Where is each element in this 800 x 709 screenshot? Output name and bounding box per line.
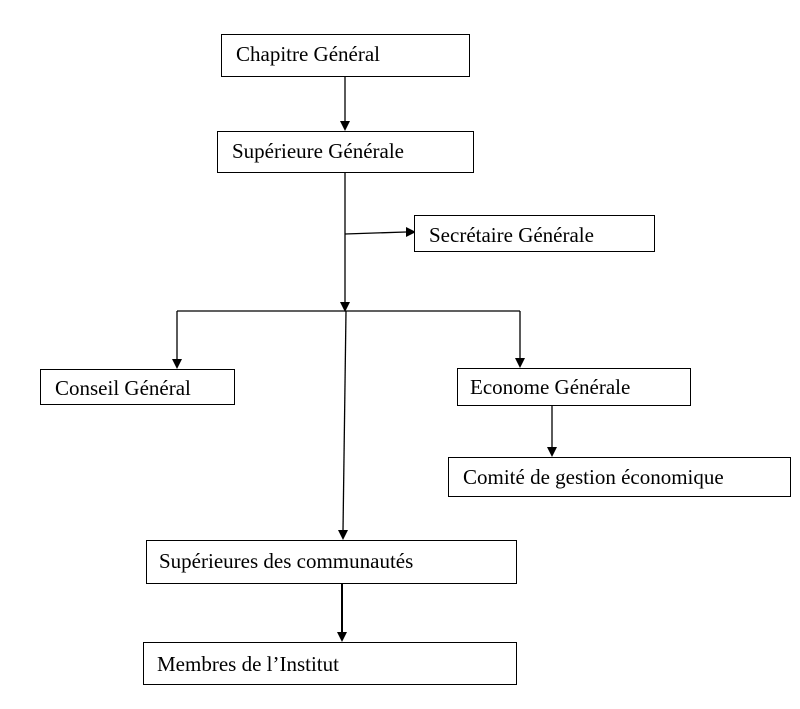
arrowhead-econome: [515, 358, 525, 368]
node-secretaire-generale: Secrétaire Générale: [414, 215, 655, 252]
node-membres-institut: Membres de l’Institut: [143, 642, 517, 685]
node-label: Conseil Général: [55, 376, 191, 400]
node-superieure-generale: Supérieure Générale: [217, 131, 474, 173]
node-econome-generale: Econome Générale: [457, 368, 691, 406]
node-label: Comité de gestion économique: [463, 465, 724, 489]
arrowhead-membres: [337, 632, 347, 642]
node-conseil-general: Conseil Général: [40, 369, 235, 405]
node-comite-gestion: Comité de gestion économique: [448, 457, 791, 497]
arrowhead-comite: [547, 447, 557, 457]
node-label: Supérieures des communautés: [159, 549, 414, 573]
node-label: Membres de l’Institut: [157, 652, 339, 676]
node-label: Supérieure Générale: [232, 139, 404, 163]
arrowhead-superieure: [340, 121, 350, 131]
arrowhead-conseil: [172, 359, 182, 369]
edge-superieure-to-secretaire: [344, 231, 407, 235]
arrowhead-secretaire: [406, 227, 416, 237]
node-label: Econome Générale: [470, 375, 631, 399]
node-label: Chapitre Général: [236, 42, 381, 66]
edge-split-to-superieures: [342, 310, 347, 532]
node-label: Secrétaire Générale: [429, 223, 594, 247]
arrowhead-trunk: [340, 302, 350, 312]
arrowhead-superieures: [338, 530, 348, 540]
node-chapitre-general: Chapitre Général: [221, 34, 470, 77]
node-superieures-communautes: Supérieures des communautés: [146, 540, 517, 584]
